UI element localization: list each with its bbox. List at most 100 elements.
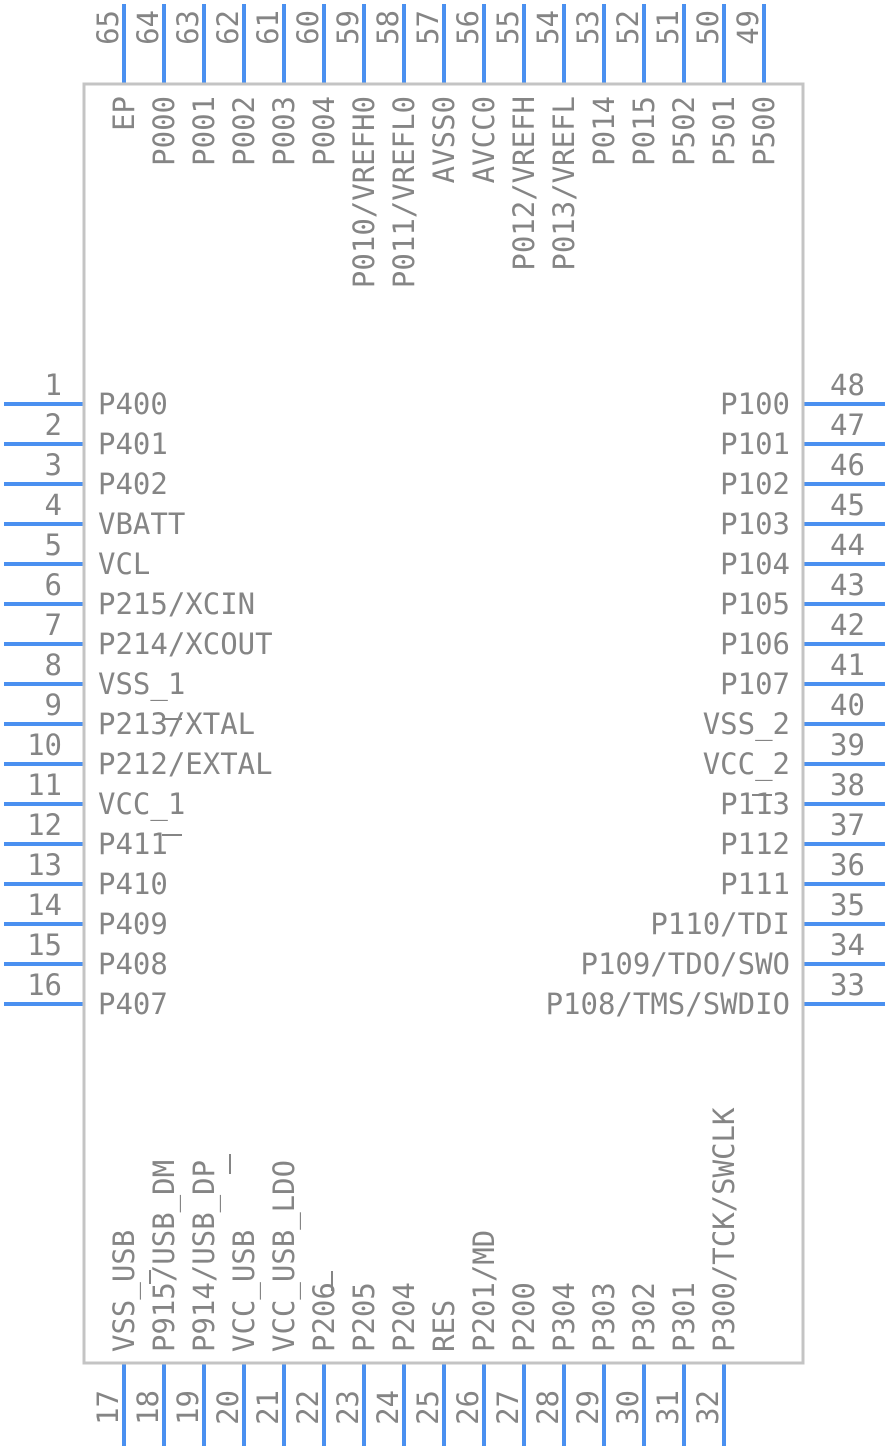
pin-1-number: 1 (45, 368, 62, 402)
pin-35-label: P110/TDI (650, 907, 790, 941)
pin-17-number: 17 (91, 1390, 125, 1425)
pin-48-label: P100 (720, 387, 790, 421)
pin-10-number: 10 (27, 728, 62, 762)
pin-12-number: 12 (27, 808, 62, 842)
pin-6-number: 6 (45, 568, 62, 602)
pin-19-number: 19 (171, 1390, 205, 1425)
pin-8-number: 8 (45, 648, 62, 682)
pin-60-number: 60 (291, 10, 325, 45)
pin-5-label: VCL (98, 547, 150, 581)
labels-layer: 1P4002P4013P4024VBATT5VCL6P215/XCIN7P214… (27, 10, 865, 1425)
pin-40-number: 40 (830, 688, 865, 722)
pin-4-number: 4 (45, 488, 62, 522)
pin-44-label: P104 (720, 547, 790, 581)
pin-62-number: 62 (211, 10, 245, 45)
pin-32-label: P300/TCK/SWCLK (707, 1107, 741, 1352)
pin-7-label: P214/XCOUT (98, 627, 273, 661)
pin-21-number: 21 (251, 1390, 285, 1425)
pin-51-number: 51 (651, 10, 685, 45)
pin-36-number: 36 (830, 848, 865, 882)
pin-20-label: VCC_USB (227, 1230, 262, 1352)
pin-39-label: VCC_2 (703, 747, 790, 782)
pin-11-number: 11 (27, 768, 62, 802)
pin-41-number: 41 (830, 648, 865, 682)
pin-63-label: P001 (187, 96, 221, 166)
pin-52-label: P015 (627, 96, 661, 166)
pin-2-number: 2 (45, 408, 62, 442)
pin-1-label: P400 (98, 387, 168, 421)
pin-26-number: 26 (451, 1390, 485, 1425)
pin-53-label: P014 (587, 96, 621, 166)
pin-42-label: P106 (720, 627, 790, 661)
pin-41-label: P107 (720, 667, 790, 701)
pin-62-label: P002 (227, 96, 261, 166)
pin-15-label: P408 (98, 947, 168, 981)
pin-26-label: P201/MD (467, 1230, 501, 1352)
pin-39-number: 39 (830, 728, 865, 762)
pin-57-label: AVSS0 (427, 96, 461, 183)
pin-63-number: 63 (171, 10, 205, 45)
pin-8-label: VSS_1 (98, 667, 185, 702)
pin-25-label: RES (427, 1300, 461, 1352)
pin-22-label: P206 (307, 1282, 341, 1352)
pin-32-number: 32 (691, 1390, 725, 1425)
pin-57-number: 57 (411, 10, 445, 45)
pin-19-label: P914/USB_DP (187, 1160, 222, 1352)
pin-47-number: 47 (830, 408, 865, 442)
pin-40-label: VSS_2 (703, 707, 790, 742)
pin-3-number: 3 (45, 448, 62, 482)
pin-49-label: P500 (747, 96, 781, 166)
pin-17-label: VSS_USB (107, 1230, 142, 1352)
pin-30-label: P302 (627, 1282, 661, 1352)
pin-13-label: P410 (98, 867, 168, 901)
pin-9-label: P213/XTAL (98, 707, 255, 741)
pin-42-number: 42 (830, 608, 865, 642)
pin-14-number: 14 (27, 888, 62, 922)
pin-11-label: VCC_1 (98, 787, 185, 822)
pin-3-label: P402 (98, 467, 168, 501)
pin-9-number: 9 (45, 688, 62, 722)
pin-49-number: 49 (731, 10, 765, 45)
pin-20-number: 20 (211, 1390, 245, 1425)
pin-2-label: P401 (98, 427, 168, 461)
pin-6-label: P215/XCIN (98, 587, 255, 621)
pin-33-label: P108/TMS/SWDIO (546, 987, 790, 1021)
pin-44-number: 44 (830, 528, 865, 562)
pin-43-number: 43 (830, 568, 865, 602)
pin-54-number: 54 (531, 10, 565, 45)
pin-56-label: AVCC0 (467, 96, 501, 183)
pin-65-number: 65 (91, 10, 125, 45)
pin-45-label: P103 (720, 507, 790, 541)
pin-34-number: 34 (830, 928, 865, 962)
pins-layer (4, 4, 885, 1446)
pin-45-number: 45 (830, 488, 865, 522)
pin-31-number: 31 (651, 1390, 685, 1425)
pin-13-number: 13 (27, 848, 62, 882)
pin-27-number: 27 (491, 1390, 525, 1425)
pin-21-label: VCC_USB_LDO (267, 1160, 302, 1352)
pin-53-number: 53 (571, 10, 605, 45)
pin-16-label: P407 (98, 987, 168, 1021)
pin-29-number: 29 (571, 1390, 605, 1425)
pin-43-label: P105 (720, 587, 790, 621)
pin-10-label: P212/EXTAL (98, 747, 273, 781)
pin-33-number: 33 (830, 968, 865, 1002)
pin-46-label: P102 (720, 467, 790, 501)
pin-61-label: P003 (267, 96, 301, 166)
pin-60-label: P004 (307, 96, 341, 166)
pin-65-label: EP (107, 96, 141, 131)
pin-38-number: 38 (830, 768, 865, 802)
pin-24-number: 24 (371, 1390, 405, 1425)
ic-body-outline (82, 82, 805, 1365)
pin-34-label: P109/TDO/SWO (580, 947, 790, 981)
pin-30-number: 30 (611, 1390, 645, 1425)
pin-14-label: P409 (98, 907, 168, 941)
pin-51-label: P502 (667, 96, 701, 166)
pin-18-number: 18 (131, 1390, 165, 1425)
pin-23-label: P205 (347, 1282, 381, 1352)
pin-29-label: P303 (587, 1282, 621, 1352)
pin-46-number: 46 (830, 448, 865, 482)
pin-37-number: 37 (830, 808, 865, 842)
pin-28-number: 28 (531, 1390, 565, 1425)
pin-27-label: P200 (507, 1282, 541, 1352)
